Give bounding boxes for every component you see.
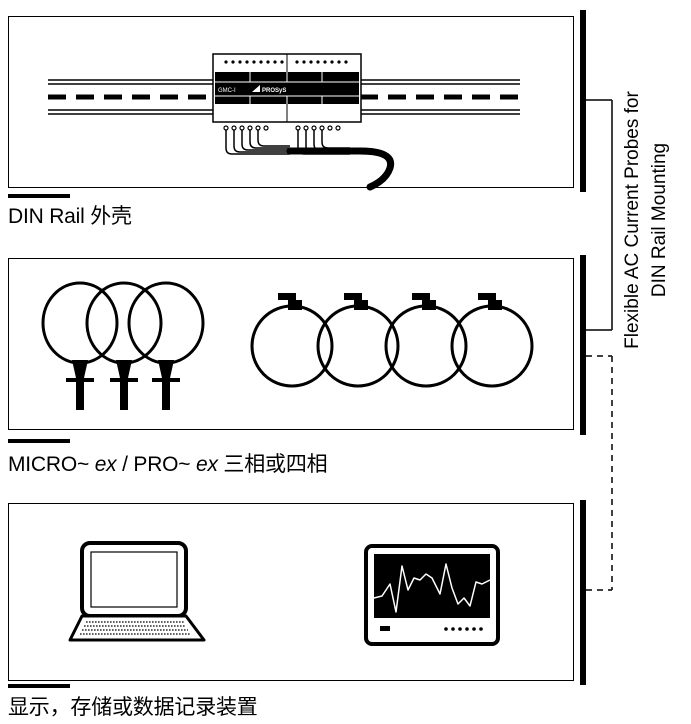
- dashed-connector: [586, 355, 613, 591]
- probes-panel-edge-bar: [580, 255, 586, 435]
- din-caption-rule: [8, 194, 70, 198]
- probes-caption-part-c: 三相或四相: [217, 453, 328, 476]
- din-module: GMC-I PROSyS: [212, 53, 362, 131]
- side-label: Flexible AC Current Probes for DIN Rail …: [606, 70, 686, 370]
- side-label-line-2: DIN Rail Mounting: [649, 142, 670, 298]
- display-panel-edge-bar: [580, 500, 586, 685]
- probes-panel: [8, 258, 574, 430]
- display-caption-rule: [8, 684, 70, 688]
- pro-probe-clips: [278, 293, 502, 310]
- probes-caption-ex-1: ex: [94, 453, 117, 476]
- module-product: PROSyS: [262, 88, 286, 94]
- probes-caption-part-a: MICRO~: [8, 453, 95, 476]
- pro-probes: [250, 304, 534, 388]
- laptop-icon: [68, 541, 206, 642]
- output-cable: [286, 147, 395, 191]
- bracket-connector: [586, 99, 613, 331]
- micro-probes: [41, 281, 205, 365]
- side-label-text: Flexible AC Current Probes for DIN Rail …: [619, 91, 673, 349]
- probes-caption-part-b: / PRO~: [116, 453, 196, 476]
- monitor-icon: [364, 544, 500, 646]
- side-label-line-1: Flexible AC Current Probes for: [622, 91, 643, 349]
- display-caption: 显示，存储或数据记录装置: [8, 696, 258, 719]
- din-rail: [48, 79, 520, 115]
- micro-probe-handles: [66, 360, 180, 410]
- module-logo-icon: [252, 85, 260, 92]
- probes-caption-rule: [8, 439, 70, 443]
- probes-caption-ex-2: ex: [196, 453, 218, 476]
- din-panel-edge-bar: [580, 10, 586, 192]
- monitor-waveform: [373, 563, 491, 613]
- din-caption: DIN Rail 外壳: [8, 205, 132, 228]
- module-brand: GMC-I: [218, 88, 236, 94]
- probes-caption: MICRO~ ex / PRO~ ex 三相或四相: [8, 453, 328, 476]
